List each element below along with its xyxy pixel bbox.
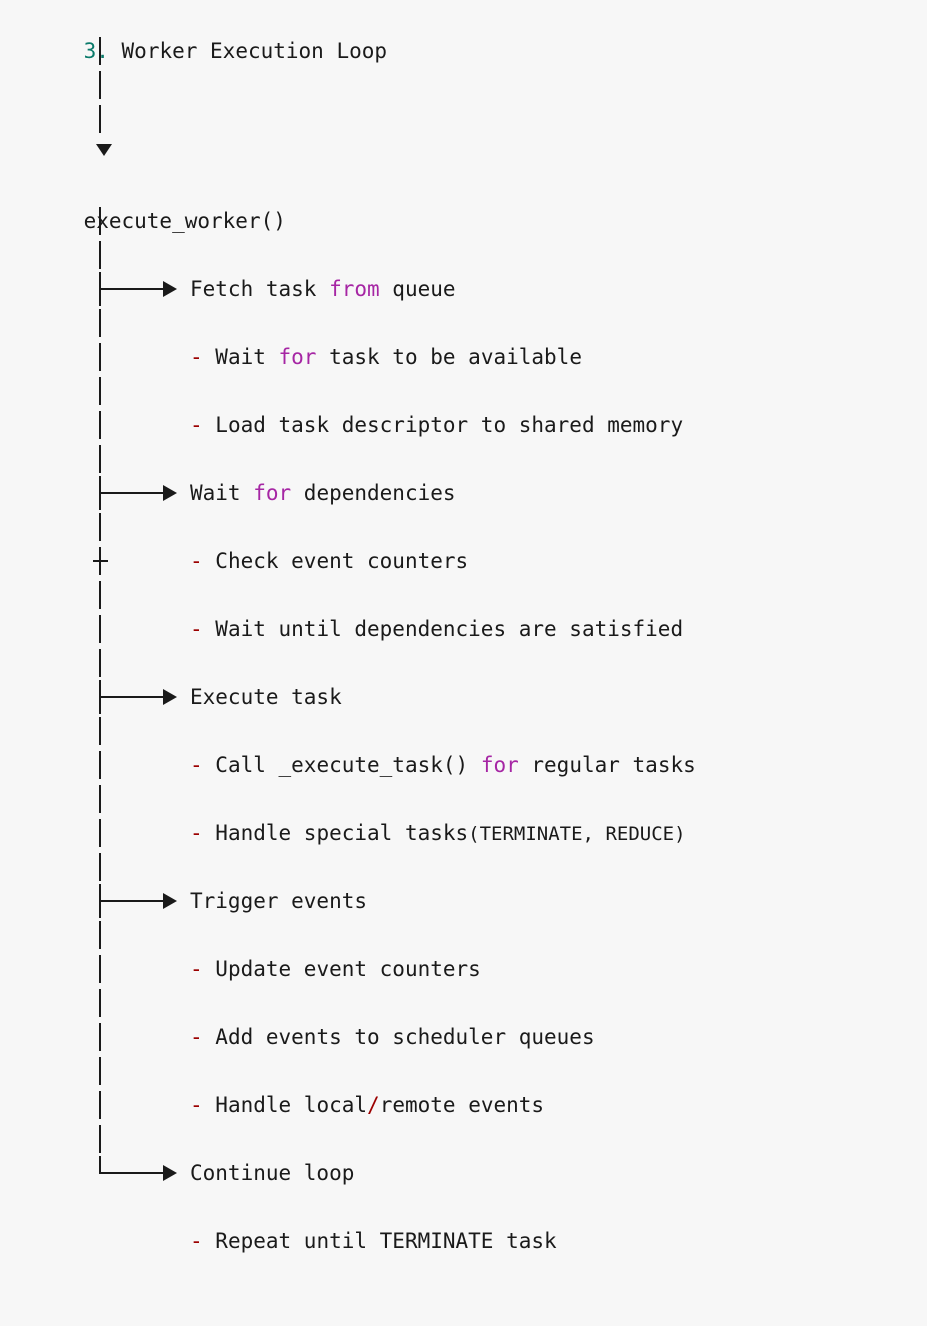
sub-item-row: - Check event counters [0, 544, 927, 578]
vertical-bar-icon [99, 513, 101, 541]
vertical-bar-icon [99, 1125, 101, 1153]
branch-label: Wait for dependencies [190, 481, 456, 505]
connector-row [0, 646, 927, 680]
connector-row [0, 374, 927, 408]
connector-row [0, 918, 927, 952]
sub-item: - Repeat until TERMINATE task [190, 1229, 557, 1253]
sub-item: - Handle local/remote events [190, 1093, 545, 1117]
blank-row [0, 1190, 927, 1224]
vertical-bar-icon [99, 207, 101, 235]
vertical-bar-icon [99, 989, 101, 1017]
branch-label: Execute task [190, 685, 342, 709]
branch-row: Execute task [0, 680, 927, 714]
vertical-bar-icon [99, 411, 101, 439]
vertical-bar-icon [99, 751, 101, 779]
vertical-bar-icon [99, 717, 101, 745]
sub-item: - Wait for task to be available [190, 345, 582, 369]
vertical-bar-icon [99, 1091, 101, 1119]
connector-row [0, 238, 927, 272]
vertical-bar-icon [99, 1023, 101, 1051]
branch-row: Fetch task from queue [0, 272, 927, 306]
sub-item: - Add events to scheduler queues [190, 1025, 595, 1049]
connector-row [0, 510, 927, 544]
branch-row: Trigger events [0, 884, 927, 918]
sub-item-row: - Update event counters [0, 952, 927, 986]
vertical-bar-icon [99, 615, 101, 643]
vertical-bar-icon [99, 37, 101, 65]
branch-arrow-icon [99, 884, 191, 918]
branch-arrow-icon [99, 476, 191, 510]
connector-row [0, 578, 927, 612]
sub-item-row: - Load task descriptor to shared memory [0, 408, 927, 442]
branch-arrow-icon [99, 680, 191, 714]
vertical-bar-icon [99, 649, 101, 677]
sub-item-row: - Wait until dependencies are satisfied [0, 612, 927, 646]
vertical-bar-icon [99, 343, 101, 371]
heading-title: Worker Execution Loop [121, 39, 388, 63]
worker-execution-loop-diagram: 3. Worker Execution Loop execute_worker(… [0, 0, 927, 1258]
vertical-bar-icon [99, 955, 101, 983]
sub-item-row: - Repeat until TERMINATE task [0, 1224, 927, 1258]
branch-arrow-icon [99, 1156, 191, 1190]
connector-row [0, 986, 927, 1020]
vertical-bar-icon [99, 105, 101, 133]
vertical-bar-icon [99, 853, 101, 881]
stem-segment [0, 102, 927, 136]
connector-row [0, 306, 927, 340]
cross-junction-icon [93, 560, 108, 562]
heading-number: 3. [83, 39, 109, 63]
sub-item-row: - Handle special tasks(TERMINATE, REDUCE… [0, 816, 927, 850]
branch-row: Wait for dependencies [0, 476, 927, 510]
branch-row: Continue loop [0, 1156, 927, 1190]
connector-row [0, 1054, 927, 1088]
connector-row [0, 442, 927, 476]
branch-arrow-icon [99, 272, 191, 306]
sub-item-row: - Call _execute_task() for regular tasks [0, 748, 927, 782]
sub-item: - Load task descriptor to shared memory [190, 413, 684, 437]
sub-item-row: - Add events to scheduler queues [0, 1020, 927, 1054]
stem-segment [0, 34, 927, 68]
sub-item: - Call _execute_task() for regular tasks [190, 753, 696, 777]
vertical-bar-icon [99, 445, 101, 473]
branch-label: Fetch task from queue [190, 277, 456, 301]
sub-item: - Check event counters [190, 549, 469, 573]
stem-arrow-row [0, 136, 927, 170]
vertical-bar-icon [99, 309, 101, 337]
root-node: execute_worker() [0, 170, 927, 233]
connector-row [0, 714, 927, 748]
connector-row [0, 204, 927, 238]
sub-item-row: - Wait for task to be available [0, 340, 927, 374]
vertical-bar-icon [99, 71, 101, 99]
vertical-bar-icon [99, 921, 101, 949]
arrow-down-icon [96, 144, 112, 156]
sub-item: - Update event counters [190, 957, 481, 981]
stem-segment [0, 68, 927, 102]
root-node-label: execute_worker() [83, 209, 286, 233]
vertical-bar-icon [99, 377, 101, 405]
sub-item-row: - Handle local/remote events [0, 1088, 927, 1122]
vertical-bar-icon [99, 1057, 101, 1085]
vertical-bar-icon [99, 241, 101, 269]
vertical-bar-icon [99, 785, 101, 813]
sub-item: - Handle special tasks(TERMINATE, REDUCE… [190, 821, 686, 845]
connector-row [0, 850, 927, 884]
vertical-bar-icon [99, 819, 101, 847]
page-title: 3. Worker Execution Loop [0, 0, 927, 63]
branch-label: Trigger events [190, 889, 368, 913]
connector-row [0, 782, 927, 816]
sub-item: - Wait until dependencies are satisfied [190, 617, 684, 641]
connector-row [0, 1122, 927, 1156]
branch-label: Continue loop [190, 1161, 355, 1185]
vertical-bar-icon [99, 581, 101, 609]
